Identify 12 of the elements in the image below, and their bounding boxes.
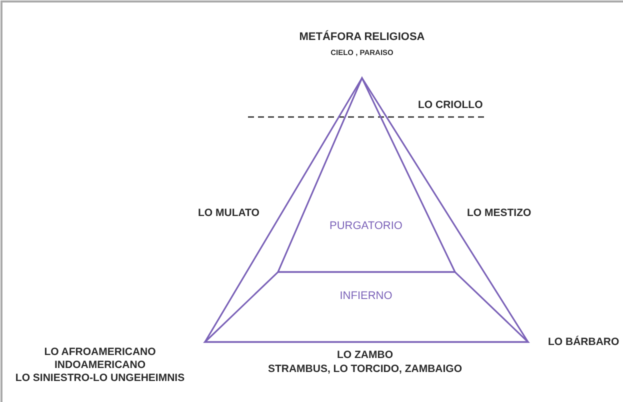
region-label: INFIERNO	[340, 290, 392, 303]
text-label: LO MESTIZO	[467, 207, 532, 219]
text-label: STRAMBUS, LO TORCIDO, ZAMBAIGO	[268, 363, 462, 375]
text-label: LO CRIOLLO	[418, 99, 483, 111]
text-label: LO SINIESTRO-LO UNGEHEIMNIS	[15, 372, 185, 384]
region-label: PURGATORIO	[330, 220, 402, 233]
text-label: INDOAMERICANO	[54, 359, 146, 371]
heading-text: METÁFORA RELIGIOSA	[299, 31, 425, 43]
text-label: LO BÁRBARO	[548, 336, 620, 348]
text-label: LO MULATO	[198, 207, 260, 219]
text-label: LO AFROAMERICANO	[44, 346, 156, 358]
text-label: LO ZAMBO	[337, 349, 393, 361]
